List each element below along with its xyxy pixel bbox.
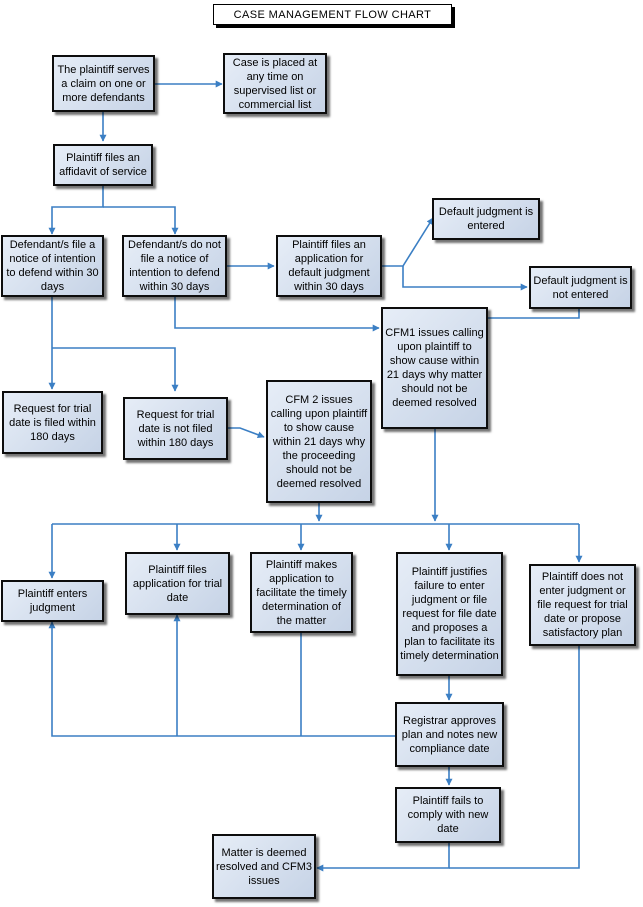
node-justifies-failure: Plaintiff justifies failure to enter jud…: [396, 552, 503, 676]
node-notice-not-filed-label: Defendant/s do not file a notice of inte…: [128, 239, 221, 293]
node-trial-not-filed: Request for trial date is not filed with…: [123, 397, 228, 460]
node-default-application: Plaintiff files an application for defau…: [276, 235, 382, 297]
node-files-trial-application: Plaintiff files application for trial da…: [125, 552, 230, 615]
node-cfm1: CFM1 issues calling upon plaintiff to sh…: [381, 307, 488, 429]
connector-fails-to-resolved: [316, 843, 450, 872]
node-trial-filed: Request for trial date is filed within 1…: [2, 391, 103, 454]
node-fails-to-comply: Plaintiff fails to comply with new date: [395, 787, 501, 843]
node-registrar-approves-label: Registrar approves plan and notes new co…: [401, 714, 498, 755]
connector-affidavit-split: [48, 186, 104, 235]
node-cfm2: CFM 2 issues calling upon plaintiff to s…: [266, 380, 372, 503]
node-enters-judgment: Plaintiff enters judgment: [1, 580, 104, 622]
node-cfm1-label: CFM1 issues calling upon plaintiff to sh…: [385, 327, 484, 409]
connector-to-default-entered: [382, 217, 434, 267]
connector-affidavit-split-right: [103, 206, 179, 235]
node-justifies-failure-label: Plaintiff justifies failure to enter jud…: [400, 566, 499, 662]
connector-registrar-feedback: [48, 621, 395, 737]
connector-trial-not-filed-to-cfm2: [228, 427, 265, 439]
node-does-not-enter: Plaintiff does not enter judgment or fil…: [529, 564, 636, 646]
node-notice-filed: Defendant/s file a notice of intention t…: [1, 235, 104, 297]
node-affidavit: Plaintiff files an affidavit of service: [53, 144, 153, 186]
node-affidavit-label: Plaintiff files an affidavit of service: [59, 152, 147, 178]
node-default-entered: Default judgment is entered: [432, 198, 540, 240]
node-default-not-entered-label: Default judgment is not entered: [533, 274, 628, 301]
connector-to-trial-not-filed: [52, 347, 179, 392]
connector-notice-to-cfm1: [174, 297, 380, 332]
node-default-application-label: Plaintiff files an application for defau…: [288, 239, 370, 293]
node-enters-judgment-label: Plaintiff enters judgment: [17, 588, 88, 614]
connector-does-not-enter-to-resolved: [449, 646, 580, 869]
node-supervised-list: Case is placed at any time on supervised…: [223, 53, 327, 114]
node-notice-not-filed: Defendant/s do not file a notice of inte…: [122, 235, 227, 297]
node-trial-not-filed-label: Request for trial date is not filed with…: [136, 408, 215, 449]
node-registrar-approves: Registrar approves plan and notes new co…: [395, 702, 504, 767]
node-notice-filed-label: Defendant/s file a notice of intention t…: [6, 239, 99, 293]
connector-to-default-not-entered: [402, 266, 528, 291]
node-trial-filed-label: Request for trial date is filed within 1…: [9, 402, 96, 443]
node-makes-application-label: Plaintiff makes application to facilitat…: [256, 558, 347, 627]
node-deemed-resolved: Matter is deemed resolved and CFM3 issue…: [212, 834, 316, 899]
node-deemed-resolved-label: Matter is deemed resolved and CFM3 issue…: [216, 846, 312, 887]
chart-title: CASE MANAGEMENT FLOW CHART: [213, 4, 452, 25]
node-supervised-list-label: Case is placed at any time on supervised…: [232, 56, 318, 111]
node-does-not-enter-label: Plaintiff does not enter judgment or fil…: [537, 571, 628, 639]
node-default-entered-label: Default judgment is entered: [438, 206, 534, 232]
node-fails-to-comply-label: Plaintiff fails to comply with new date: [407, 795, 489, 835]
node-serves-claim: The plaintiff serves a claim on one or m…: [52, 55, 155, 112]
node-makes-application: Plaintiff makes application to facilitat…: [250, 552, 353, 633]
node-default-not-entered: Default judgment is not entered: [529, 266, 632, 309]
node-cfm2-label: CFM 2 issues calling upon plaintiff to s…: [270, 393, 368, 490]
node-files-trial-application-label: Plaintiff files application for trial da…: [132, 563, 223, 604]
node-serves-claim-label: The plaintiff serves a claim on one or m…: [57, 63, 150, 104]
chart-title-text: CASE MANAGEMENT FLOW CHART: [233, 8, 432, 21]
